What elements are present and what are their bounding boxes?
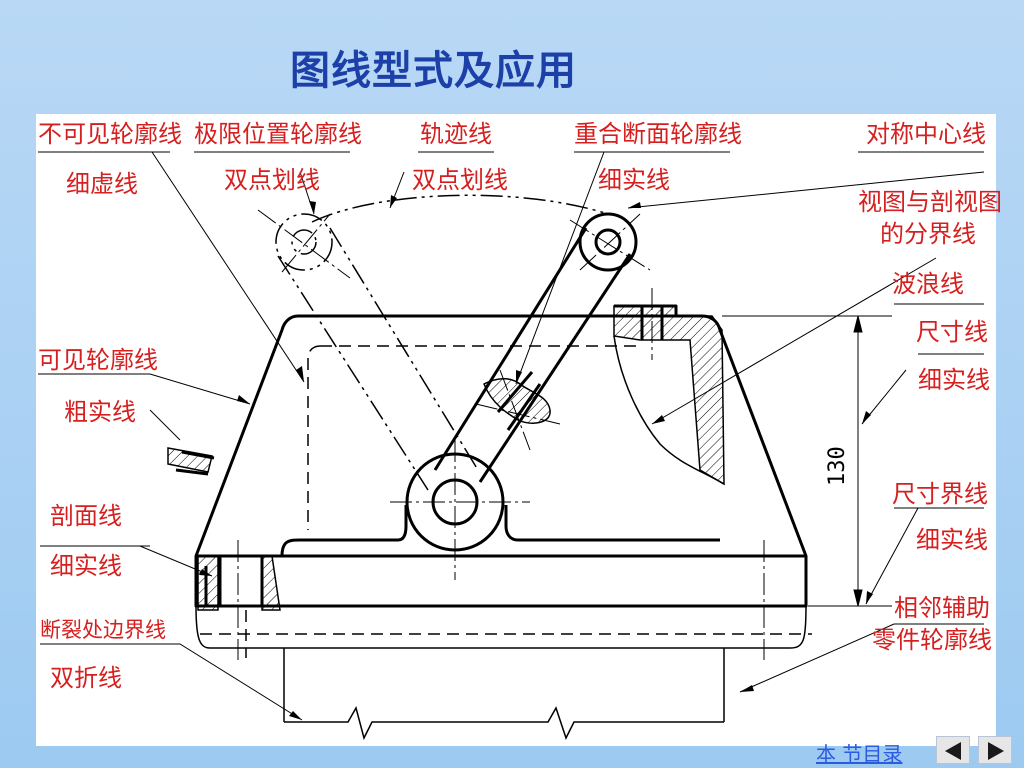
dimension-value: 130	[825, 446, 850, 486]
triangle-left-icon	[945, 742, 961, 760]
wave-line	[613, 335, 725, 485]
label-dimension-line: 尺寸线	[916, 318, 988, 346]
label-adjacent-part-1: 相邻辅助	[894, 594, 990, 622]
next-slide-button[interactable]	[978, 736, 1012, 764]
toc-link[interactable]: 本 节目录	[816, 742, 903, 766]
slide-title: 图线型式及应用	[290, 48, 577, 94]
section-hatching	[167, 305, 725, 611]
label-trajectory-type: 双点划线	[412, 166, 508, 194]
label-break-boundary-type: 双折线	[50, 664, 122, 692]
triangle-right-icon	[988, 742, 1004, 760]
label-extension-line-type: 细实线	[916, 526, 988, 554]
label-wave-line: 波浪线	[892, 270, 964, 298]
dimension-130	[722, 315, 892, 607]
label-section-line-type: 细实线	[50, 552, 122, 580]
center-lines	[237, 209, 765, 660]
label-limit-position-type: 双点划线	[224, 166, 320, 194]
label-break-boundary: 断裂处边界线	[40, 618, 166, 642]
label-overlap-section: 重合断面轮廓线	[574, 120, 742, 148]
leader-lines	[40, 151, 985, 721]
label-overlap-section-type: 细实线	[598, 166, 670, 194]
hidden-lines	[200, 345, 812, 658]
technical-drawing: 130	[36, 114, 1002, 746]
label-symmetry-center: 对称中心线	[866, 120, 986, 148]
label-trajectory: 轨迹线	[420, 120, 492, 148]
label-adjacent-part-2: 零件轮廓线	[872, 626, 992, 654]
label-section-line: 剖面线	[50, 502, 122, 530]
label-hidden-outline-type: 细虚线	[66, 170, 138, 198]
label-hidden-outline: 不可见轮廓线	[38, 120, 182, 148]
mechanical-drawing-svg: 130	[38, 151, 985, 741]
label-dimension-line-type: 细实线	[918, 366, 990, 394]
prev-slide-button[interactable]	[936, 736, 970, 764]
label-view-section-boundary-2: 的分界线	[880, 220, 976, 248]
label-visible-outline-type: 粗实线	[64, 398, 136, 426]
label-limit-position: 极限位置轮廓线	[194, 120, 362, 148]
break-lines	[195, 605, 807, 741]
label-view-section-boundary-1: 视图与剖视图	[858, 188, 1002, 216]
phantom-lines	[275, 194, 609, 491]
label-extension-line: 尺寸界线	[892, 480, 988, 508]
label-visible-outline: 可见轮廓线	[38, 346, 158, 374]
leader-arrowheads	[199, 195, 873, 720]
